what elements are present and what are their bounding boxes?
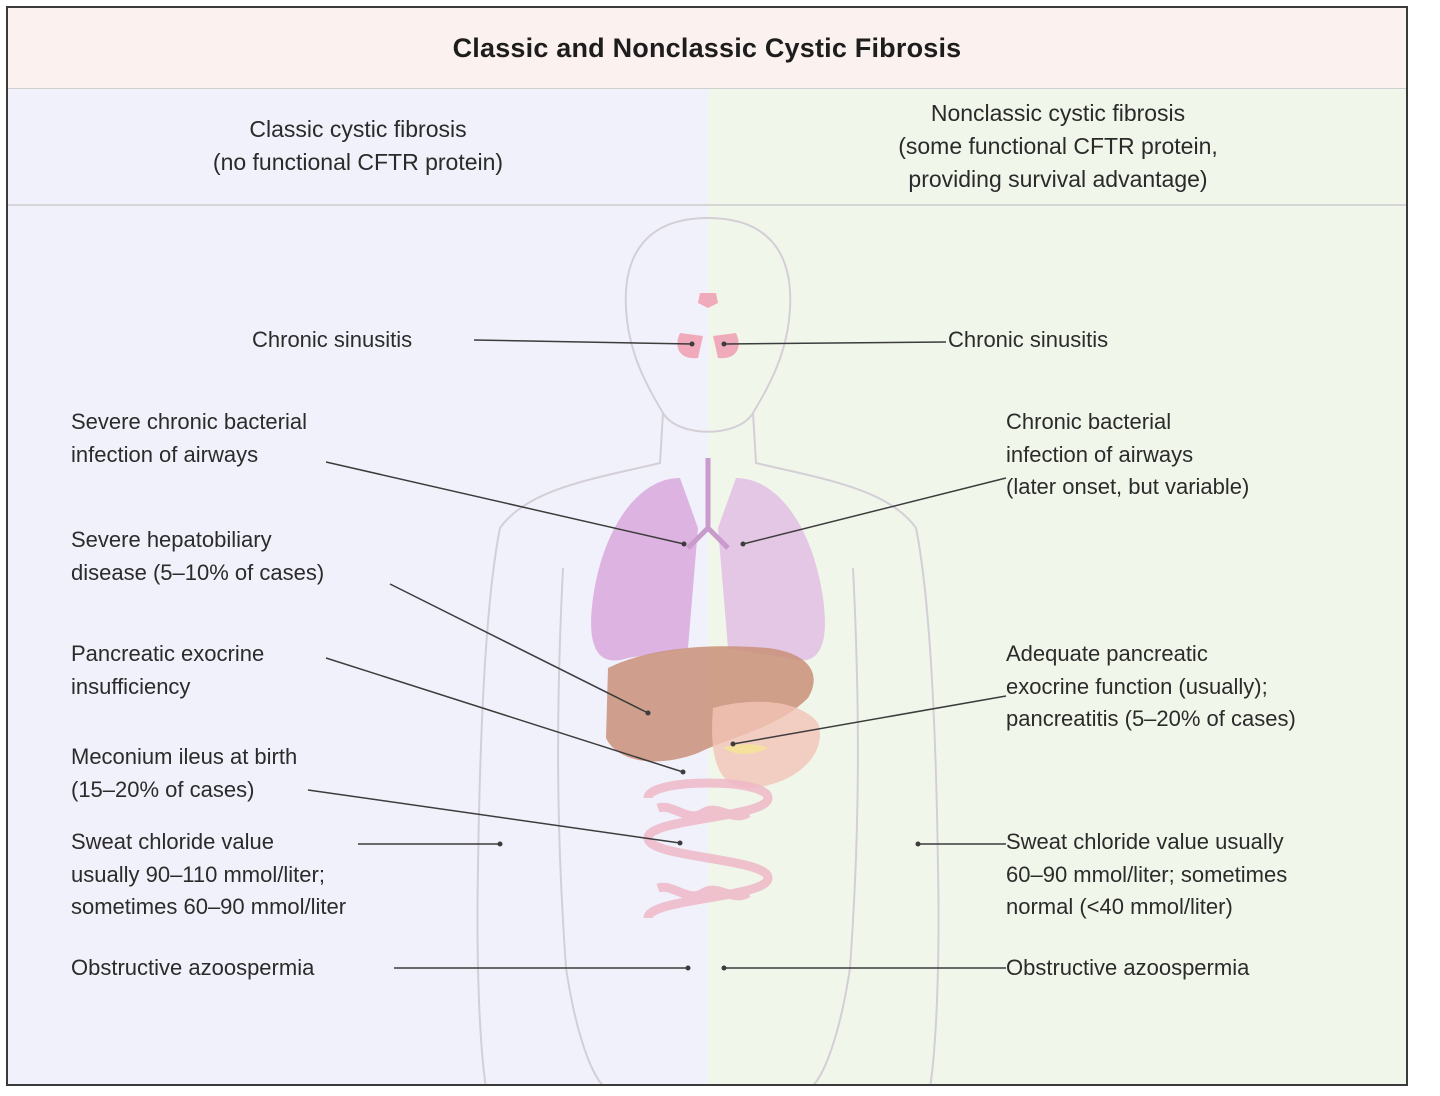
leader-left-pancreas [325,657,684,773]
left-meconium-line-1: Meconium ileus at birth [71,744,298,769]
right-sinusitis-label: Chronic sinusitis [948,324,1108,357]
left-hepato-line-1: Severe hepatobiliary [71,527,272,552]
leader-left-sinusitis [473,339,693,345]
left-sweat-line-2: usually 90–110 mmol/liter; [71,861,325,887]
right-airways-line-2: infection of airways [1006,441,1194,467]
title-band: Classic and Nonclassic Cystic Fibrosis [8,8,1406,89]
leader-left-meconium [307,789,681,844]
nonclassic-column-heading: Nonclassic cystic fibrosis (some functio… [708,88,1406,204]
left-azoospermia-label: Obstructive azoospermia [71,952,314,985]
left-sweat-line-3: sometimes 60–90 mmol/liter [71,894,347,919]
left-hepato-line-2: disease (5–10% of cases) [71,559,325,585]
left-hepatobiliary-label: Severe hepatobiliary disease (5–10% of c… [71,524,324,589]
left-sweat-line-1: Sweat chloride value [71,829,275,854]
nonclassic-heading-line-3: providing survival advantage) [908,165,1208,192]
right-pancreatic-label: Adequate pancreatic exocrine function (u… [1006,638,1296,736]
left-sweat-label: Sweat chloride value usually 90–110 mmol… [71,826,346,924]
right-airways-label: Chronic bacterial infection of airways (… [1006,406,1249,504]
left-azoospermia-text: Obstructive azoospermia [71,955,315,980]
right-pancreas-line-2: exocrine function (usually); [1006,673,1268,699]
left-pancreatic-label: Pancreatic exocrine insufficiency [71,638,264,703]
leader-right-airways [742,477,1007,545]
right-sweat-line-2: 60–90 mmol/liter; sometimes [1006,861,1288,887]
left-pancreas-line-2: insufficiency [71,673,191,699]
right-azoospermia-text: Obstructive azoospermia [1006,955,1250,980]
right-sweat-label: Sweat chloride value usually 60–90 mmol/… [1006,826,1287,924]
left-airways-line-2: infection of airways [71,441,259,467]
liver-organ [606,646,814,762]
nonclassic-heading-line-2: (some functional CFTR protein, [898,132,1218,159]
nonclassic-heading-line-1: Nonclassic cystic fibrosis [930,99,1186,126]
left-meconium-label: Meconium ileus at birth (15–20% of cases… [71,741,297,806]
right-sweat-line-1: Sweat chloride value usually [1006,829,1284,854]
leader-left-hepato [389,583,649,714]
nonclassic-panel [708,88,1406,1084]
left-airways-line-1: Severe chronic bacterial [71,409,308,434]
figure-frame: Classic and Nonclassic Cystic Fibrosis C… [6,6,1408,1086]
leader-right-sinusitis [723,341,947,345]
left-pancreas-line-1: Pancreatic exocrine [71,641,265,666]
right-airways-line-3: (later onset, but variable) [1006,474,1250,499]
sinus-organs [677,293,739,359]
leader-left-airways [325,461,685,545]
leader-lines [307,339,1007,969]
column-header-row: Classic cystic fibrosis (no functional C… [8,88,1406,206]
left-sinusitis-label: Chronic sinusitis [252,324,412,357]
classic-column-heading: Classic cystic fibrosis (no functional C… [8,88,708,204]
right-sweat-line-3: normal (<40 mmol/liter) [1006,894,1233,919]
intestine-organs [643,778,773,920]
leader-dots [497,341,921,971]
digestive-organs [712,701,820,789]
right-airways-line-1: Chronic bacterial [1006,409,1172,434]
right-pancreas-line-3: pancreatitis (5–20% of cases) [1006,706,1296,731]
classic-heading-line-1: Classic cystic fibrosis [249,116,467,142]
classic-panel [8,88,708,1084]
left-meconium-line-2: (15–20% of cases) [71,776,255,802]
body-illustration [307,217,1007,1084]
left-sinusitis-text: Chronic sinusitis [252,327,413,352]
right-sinusitis-text: Chronic sinusitis [948,327,1109,352]
left-airways-label: Severe chronic bacterial infection of ai… [71,406,307,471]
body-outline [476,217,940,1084]
classic-heading-line-2: (no functional CFTR protein) [212,149,504,175]
leader-right-pancreas [732,695,1007,745]
lung-organs [591,458,825,661]
right-pancreas-line-1: Adequate pancreatic [1006,641,1208,666]
figure-title: Classic and Nonclassic Cystic Fibrosis [452,32,962,63]
right-azoospermia-label: Obstructive azoospermia [1006,952,1249,985]
